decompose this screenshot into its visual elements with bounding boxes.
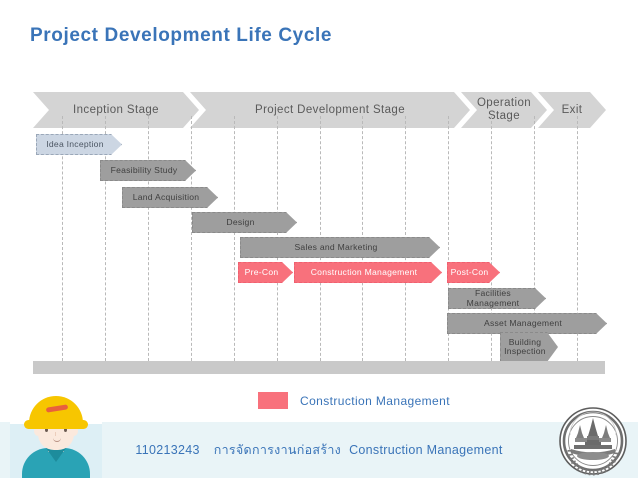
page-title: Project Development Life Cycle: [30, 25, 333, 46]
gridline-9: [448, 116, 449, 366]
gantt-bar-construction-management[interactable]: Construction Management: [294, 262, 442, 283]
stage-chevron-label: Inception Stage: [73, 103, 159, 116]
worker-mouth: [53, 438, 61, 442]
stage-chevron-band: Inception Stage Project Development Stage…: [0, 92, 638, 128]
gantt-bar-label: Facilities Management: [466, 288, 520, 308]
gridline-1: [105, 116, 106, 366]
timeline-baseline: [33, 361, 605, 374]
gantt-bar-design[interactable]: Design: [192, 212, 297, 233]
legend: Construction Management: [258, 392, 450, 409]
gridline-2: [148, 116, 149, 366]
gridline-11: [534, 116, 535, 366]
stage-chevron-label: Project Development Stage: [255, 103, 405, 116]
gantt-bar-asset-management[interactable]: Asset Management: [447, 313, 607, 334]
footer-band: [0, 422, 638, 478]
gantt-bar-post-con[interactable]: Post-Con: [447, 262, 500, 283]
gantt-bar-land-acquisition[interactable]: Land Acquisition: [122, 187, 218, 208]
worker-eye-right: [64, 428, 67, 432]
gantt-bar-label: Sales and Marketing: [294, 241, 378, 252]
legend-swatch-construction-management: [258, 392, 288, 409]
gridline-4: [234, 116, 235, 366]
gantt-bar-label: Land Acquisition: [132, 191, 200, 202]
gridline-12: [577, 116, 578, 366]
gantt-bar-label: Post-Con: [450, 266, 489, 277]
gantt-bar-label: Feasibility Study: [110, 164, 178, 175]
gantt-bar-label: Asset Management: [483, 317, 563, 328]
gantt-bar-label: Design: [226, 216, 255, 227]
stage-chevron-inception-stage[interactable]: Inception Stage: [33, 92, 199, 128]
gantt-bar-label: Idea Inception: [46, 138, 104, 149]
gantt-bar-feasibility-study[interactable]: Feasibility Study: [100, 160, 196, 181]
gridline-10: [491, 116, 492, 366]
gridline-0: [62, 116, 63, 366]
gridline-3: [191, 116, 192, 366]
footer-course-name-en: Construction Management: [349, 443, 503, 457]
gantt-bar-label: Construction Management: [310, 266, 418, 277]
footer-course-code: 110213243: [135, 443, 200, 457]
university-seal-icon: [558, 406, 628, 476]
stage-chevron-operation-stage[interactable]: Operation Stage: [461, 92, 547, 128]
worker-ear-right: [70, 426, 78, 436]
gantt-bar-label: Pre-Con: [244, 266, 279, 277]
gantt-bar-facilities-management[interactable]: Facilities Management: [448, 288, 546, 309]
stage-chevron-project-development-stage[interactable]: Project Development Stage: [190, 92, 470, 128]
gantt-bar-sales-and-marketing[interactable]: Sales and Marketing: [240, 237, 440, 258]
footer-text: 110213243 การจัดการงานก่อสร้าง Construct…: [0, 422, 638, 478]
gantt-bar-pre-con[interactable]: Pre-Con: [238, 262, 293, 283]
construction-worker-icon: [10, 382, 102, 478]
footer-course-name-thai: การจัดการงานก่อสร้าง: [213, 443, 342, 457]
gantt-bar-idea-inception[interactable]: Idea Inception: [36, 134, 122, 155]
stage-chevron-label: Operation Stage: [476, 97, 532, 122]
worker-eye-left: [45, 428, 48, 432]
legend-label-construction-management: Construction Management: [300, 393, 450, 408]
worker-nose: [55, 432, 59, 436]
stage-chevron-label: Exit: [561, 103, 583, 116]
